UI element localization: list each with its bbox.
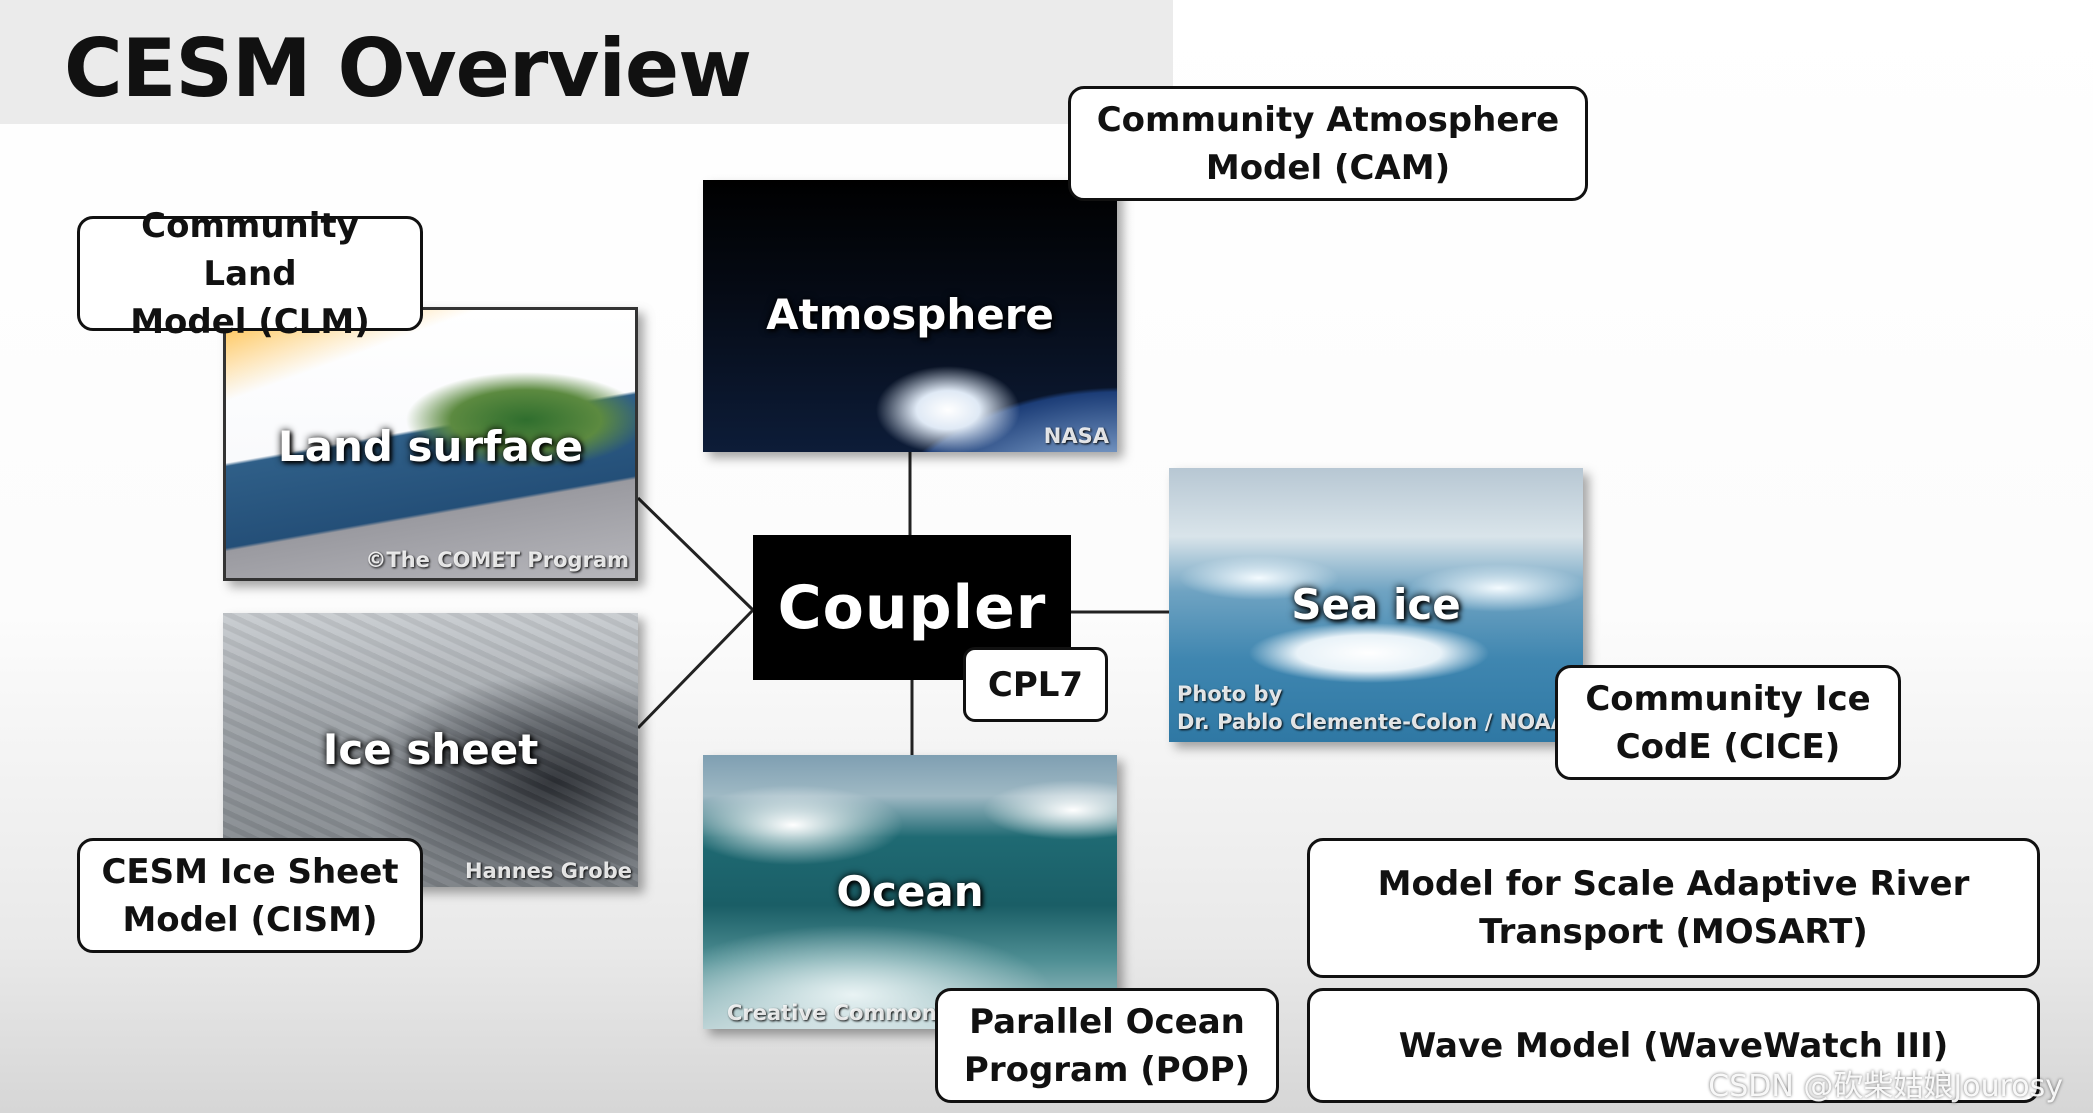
link-land (636, 496, 755, 612)
ocean-caption: Ocean (836, 867, 984, 916)
title-band (0, 0, 1173, 124)
wavewatch-label: Wave Model (WaveWatch III) (1307, 988, 2040, 1103)
cice-label: Community Ice CodE (CICE) (1555, 665, 1901, 780)
watermark: CSDN @砍柴姑娘Jourosy (1708, 1069, 2063, 1104)
coupler-label: Coupler (777, 572, 1047, 643)
atmosphere-caption: Atmosphere (766, 290, 1054, 339)
ice-sheet-caption: Ice sheet (322, 725, 539, 774)
sea-ice-image: Sea ice Photo by Dr. Pablo Clemente-Colo… (1169, 468, 1583, 742)
page-title: CESM Overview (64, 22, 752, 115)
atmosphere-image: Atmosphere NASA (703, 180, 1117, 452)
land-surface-credit: ©The COMET Program (365, 548, 629, 572)
mosart-label: Model for Scale Adaptive River Transport… (1307, 838, 2040, 978)
land-surface-caption: Land surface (277, 422, 584, 471)
link-icesheet (636, 608, 755, 730)
ocean-credit: Creative Commons (727, 1001, 950, 1025)
ocean-image: Ocean Creative Commons (703, 755, 1117, 1029)
ice-sheet-credit: Hannes Grobe (465, 859, 632, 883)
land-surface-image: Land surface ©The COMET Program (223, 307, 638, 581)
sea-ice-credit: Photo by Dr. Pablo Clemente-Colon / NOAA (1177, 682, 1568, 734)
cam-label: Community Atmosphere Model (CAM) (1068, 86, 1588, 201)
coupler-box: Coupler (753, 535, 1071, 680)
clm-label: Community Land Model (CLM) (77, 206, 423, 342)
sea-ice-caption: Sea ice (1291, 580, 1461, 629)
cpl7-tag: CPL7 (963, 647, 1108, 722)
pop-label: Parallel Ocean Program (POP) (935, 988, 1279, 1103)
atmosphere-credit: NASA (1043, 424, 1109, 448)
cism-label: CESM Ice Sheet Model (CISM) (77, 838, 423, 953)
